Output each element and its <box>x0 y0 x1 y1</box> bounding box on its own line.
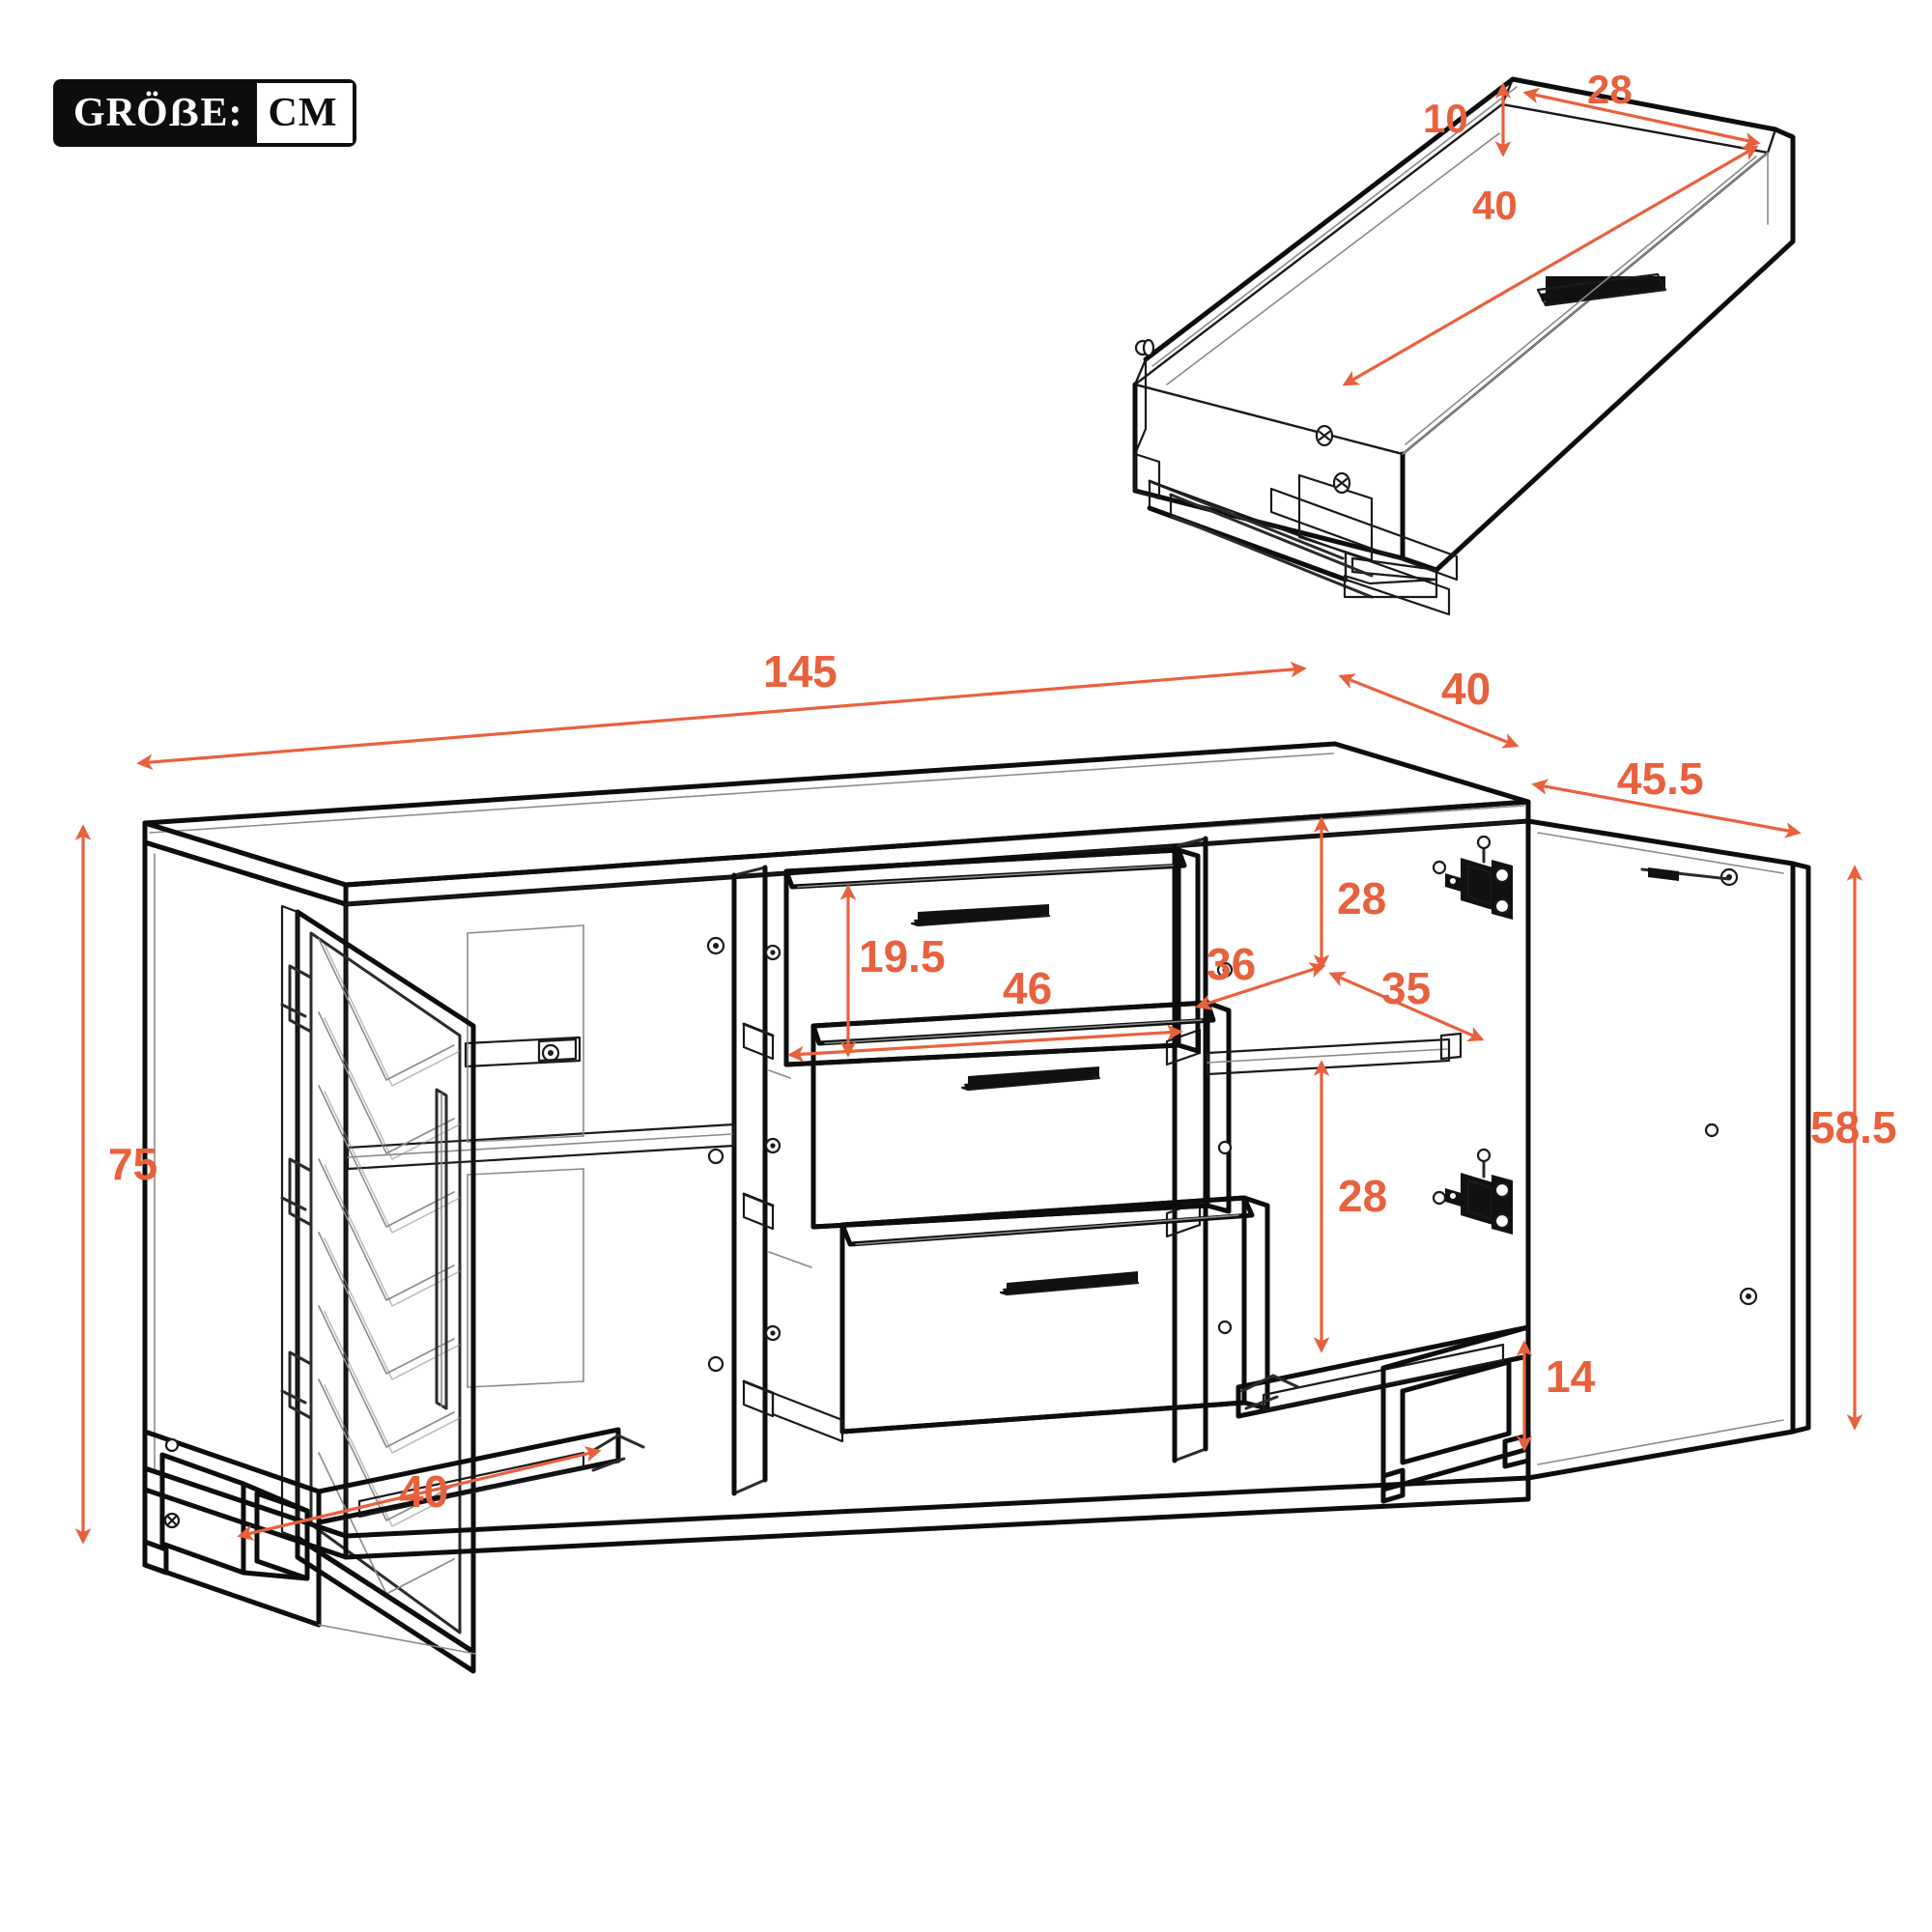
dim-label-drawer-depth-40: 40 <box>1472 183 1518 228</box>
dim-arrow-145 <box>136 661 1307 771</box>
size-unit-badge: GRÖẞE: CM <box>53 79 357 147</box>
dim-label-overall-width-145: 145 <box>763 646 838 696</box>
dim-arrow-drawer-40 <box>1342 145 1759 386</box>
drawer-middle[interactable] <box>810 1000 1232 1230</box>
dim-label-door-depth-40-base: 40 <box>399 1466 449 1517</box>
dim-label-shelf-depth-35: 35 <box>1381 963 1432 1013</box>
dim-label-side-height-58-5: 58.5 <box>1810 1102 1897 1152</box>
cabinet-divider-left <box>732 866 767 1495</box>
drawer-slides-left <box>742 1022 775 1418</box>
dim-arrow-40-depth <box>1338 673 1520 749</box>
dim-label-drawer-height-10: 10 <box>1423 96 1468 141</box>
drawer-detail-group <box>1132 76 1796 616</box>
right-door-open[interactable] <box>1525 818 1811 1481</box>
dim-label-drawer-width-28: 28 <box>1587 67 1633 112</box>
dim-arrow-35 <box>1328 971 1485 1042</box>
dim-label-compartment-28-bottom: 28 <box>1338 1171 1388 1221</box>
dim-arrow-45-5 <box>1531 779 1802 838</box>
shelf-right <box>1206 1037 1451 1076</box>
dim-label-door-width-45-5: 45.5 <box>1617 753 1704 804</box>
dim-label-overall-depth-40: 40 <box>1441 664 1492 714</box>
metal-base-frame <box>142 1324 1531 1628</box>
dim-arrow-40-base <box>237 1446 602 1541</box>
badge-label-groesse: GRÖẞE: <box>56 82 257 144</box>
dim-label-drawer-height-19-5: 19.5 <box>859 931 946 981</box>
cabinet-main-group <box>142 741 1811 1674</box>
dim-label-overall-height-75: 75 <box>108 1139 158 1189</box>
dim-label-drawer-width-46: 46 <box>1003 963 1053 1013</box>
dim-arrow-46 <box>787 1024 1183 1063</box>
cabinet-left-side-panel <box>142 839 349 1539</box>
shelf-left <box>346 1122 736 1171</box>
hinge-upper <box>1445 835 1513 920</box>
hinge-lower <box>1445 1148 1513 1235</box>
drawer-bottom[interactable] <box>771 1195 1270 1443</box>
badge-label-cm: CM <box>256 83 354 143</box>
dim-label-leg-height-14: 14 <box>1546 1351 1596 1402</box>
dimension-lines <box>74 661 1863 1545</box>
dim-label-shelf-width-36: 36 <box>1207 939 1257 989</box>
dim-arrow-drawer-28 <box>1522 87 1761 149</box>
dim-label-compartment-28-top: 28 <box>1337 873 1387 923</box>
dim-arrow-36 <box>1195 962 1326 1010</box>
